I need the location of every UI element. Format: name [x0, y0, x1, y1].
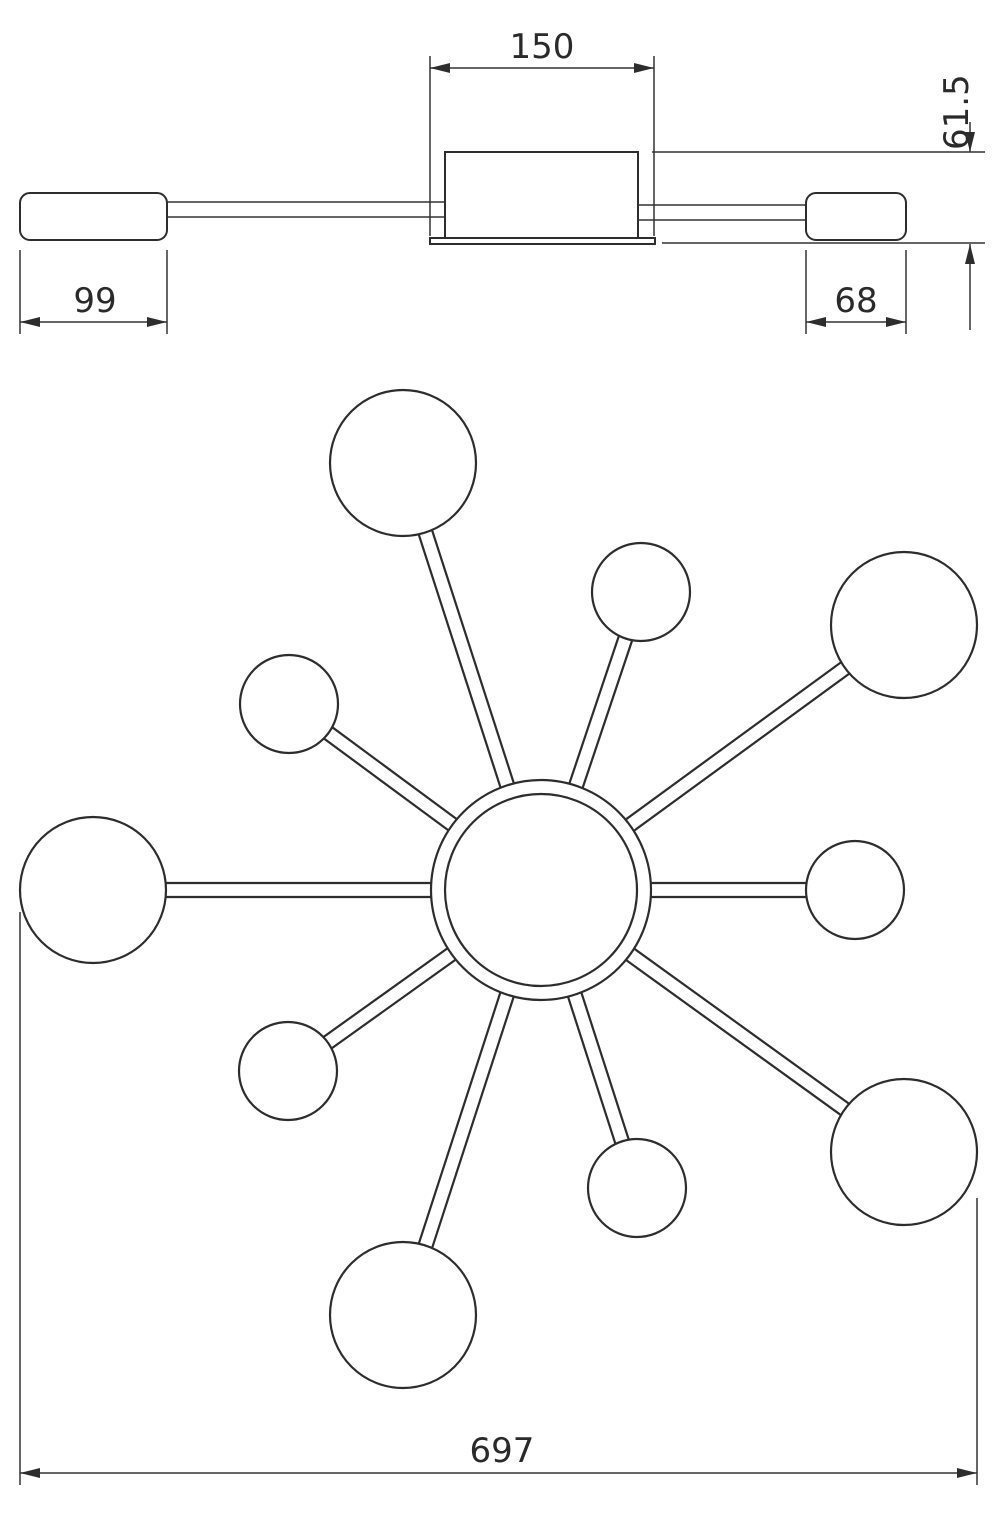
arm-2 — [560, 631, 635, 811]
globe-4 — [238, 653, 340, 755]
arm-1 — [416, 525, 522, 810]
globe-5 — [18, 815, 168, 965]
dimension-left-shade-label: 99 — [73, 281, 116, 321]
arm-5 — [160, 881, 455, 899]
globe-7 — [237, 1020, 339, 1122]
dimension-left-shade: 99 — [19, 250, 168, 334]
dimension-height: 61.5 — [652, 74, 985, 330]
side-left-shade — [19, 192, 168, 241]
side-canopy — [444, 151, 639, 239]
arm-9 — [559, 970, 632, 1149]
dimension-top-width-label: 150 — [510, 27, 575, 67]
dimension-height-label: 61.5 — [937, 74, 977, 150]
side-right-shade — [805, 192, 907, 241]
globe-10 — [328, 1240, 478, 1390]
arm-6 — [627, 881, 812, 899]
globe-9 — [586, 1137, 688, 1239]
dimension-overall-width: 697 — [19, 912, 978, 1485]
globe-1 — [328, 388, 478, 538]
globe-6 — [804, 839, 906, 941]
side-canopy-base — [429, 237, 656, 245]
globe-3 — [829, 550, 979, 700]
dimension-right-shade: 68 — [805, 250, 907, 334]
center-hub-inner — [443, 792, 639, 988]
globes — [18, 388, 979, 1390]
arm-3 — [606, 658, 854, 846]
arm-8 — [606, 934, 854, 1119]
side-view: 150 61.5 99 68 — [19, 27, 985, 334]
dimension-overall-width-label: 697 — [470, 1431, 535, 1471]
arm-10 — [416, 970, 522, 1253]
globe-2 — [590, 541, 692, 643]
globe-8 — [829, 1077, 979, 1227]
dimension-top-width: 150 — [429, 27, 655, 236]
top-view: 697 — [18, 388, 979, 1485]
dimension-right-shade-label: 68 — [834, 281, 877, 321]
